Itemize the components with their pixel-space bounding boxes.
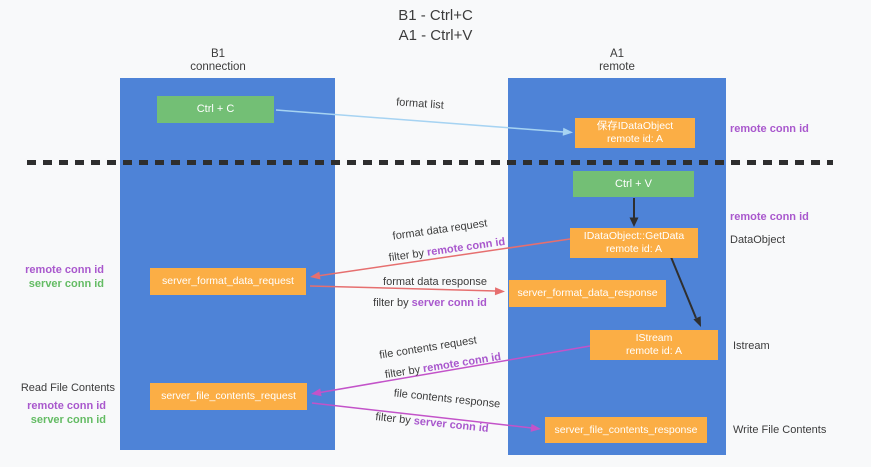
read-file-contents-label: Read File Contents: [20, 382, 115, 394]
lane-header-left: B1 connection: [120, 48, 316, 74]
getdata-line2: remote id: A: [605, 243, 663, 255]
idataobject-getdata-node: IDataObject::GetData remote id: A: [570, 228, 698, 258]
remote-conn-id-right-top-label: remote conn id: [730, 123, 809, 135]
format-list-label: format list: [395, 96, 445, 112]
filter-by-prefix-4: filter by: [374, 411, 415, 428]
server-conn-id-emph-1: server conn id: [411, 297, 487, 309]
istream-side-label: Istream: [733, 340, 770, 352]
title-line-1: B1 - Ctrl+C: [398, 7, 473, 24]
ctrl-v-label: Ctrl + V: [615, 177, 652, 190]
title-line-2: A1 - Ctrl+V: [398, 26, 473, 44]
istream-line2: remote id: A: [625, 345, 683, 357]
filter-by-server-conn-id-label-2: filter by server conn id: [375, 411, 489, 435]
server-file-contents-request-node: server_file_contents_request: [150, 383, 307, 410]
save-idataobject-line1: 保存IDataObject: [596, 120, 674, 132]
lane-left-role: connection: [190, 61, 246, 73]
format-data-request-label: format data request: [391, 217, 489, 243]
server-format-data-request-label: server_format_data_request: [162, 275, 294, 287]
left-conn-id-pair-top: remote conn id server conn id: [0, 264, 104, 291]
format-data-response-label: format data response: [383, 276, 487, 288]
file-contents-response-label: file contents response: [393, 387, 501, 411]
server-conn-id-emph-2: server conn id: [413, 415, 490, 435]
lane-header-right: A1 remote: [508, 48, 726, 74]
istream-line1: IStream: [635, 332, 673, 344]
server-format-data-request-node: server_format_data_request: [150, 268, 306, 295]
filter-by-prefix-1: filter by: [388, 246, 428, 265]
server-format-data-response-label: server_format_data_response: [517, 287, 658, 299]
server-file-contents-response-label: server_file_contents_response: [554, 423, 698, 436]
ctrl-v-node: Ctrl + V: [573, 171, 694, 197]
remote-conn-id-left-top-label: remote conn id: [25, 264, 104, 276]
write-file-contents-label: Write File Contents: [733, 424, 827, 436]
filter-by-prefix-2: filter by: [373, 297, 412, 309]
getdata-line1: IDataObject::GetData: [583, 230, 685, 242]
lane-right-role: remote: [599, 61, 635, 73]
istream-node: IStream remote id: A: [590, 330, 718, 360]
remote-conn-id-left-bottom-label: remote conn id: [27, 400, 106, 412]
save-idataobject-line2: remote id: A: [606, 133, 664, 145]
server-format-data-response-node: server_format_data_response: [509, 280, 666, 307]
server-conn-id-left-top-label: server conn id: [28, 277, 104, 290]
remote-conn-id-emph-2: remote conn id: [422, 350, 502, 376]
server-file-contents-response-node: server_file_contents_response: [545, 417, 707, 443]
filter-by-prefix-3: filter by: [384, 363, 425, 382]
server-file-contents-request-label: server_file_contents_request: [161, 390, 296, 402]
ctrl-c-label: Ctrl + C: [196, 103, 235, 115]
save-idataobject-node: 保存IDataObject remote id: A: [575, 118, 695, 148]
ctrl-c-node: Ctrl + C: [157, 96, 274, 123]
format-data-response-arrowhead: [494, 287, 505, 296]
dashed-separator-line: [27, 160, 833, 165]
server-conn-id-left-bottom-label: server conn id: [30, 413, 106, 426]
filter-by-server-conn-id-label-1: filter by server conn id: [373, 297, 487, 309]
diagram-title: B1 - Ctrl+C A1 - Ctrl+V: [0, 6, 871, 45]
remote-conn-id-right-mid-label: remote conn id: [730, 211, 809, 223]
lane-right-name: A1: [609, 48, 625, 60]
lane-left-name: B1: [210, 48, 226, 60]
dataobject-label: DataObject: [730, 234, 786, 246]
left-conn-id-pair-bottom: remote conn id server conn id: [0, 400, 106, 427]
remote-conn-id-emph-1: remote conn id: [426, 235, 506, 259]
